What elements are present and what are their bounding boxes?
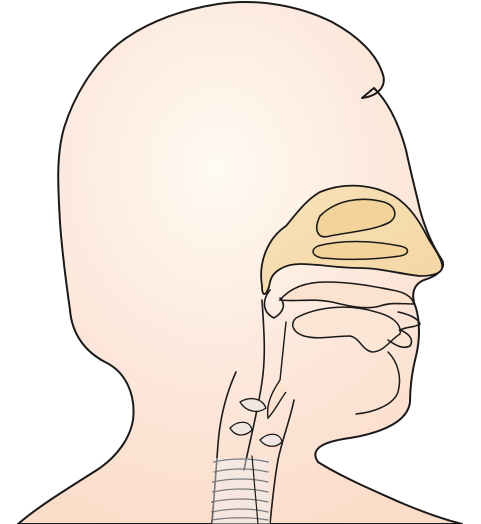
- trachea-fill: [212, 458, 270, 524]
- nasal-concha-middle: [313, 242, 407, 260]
